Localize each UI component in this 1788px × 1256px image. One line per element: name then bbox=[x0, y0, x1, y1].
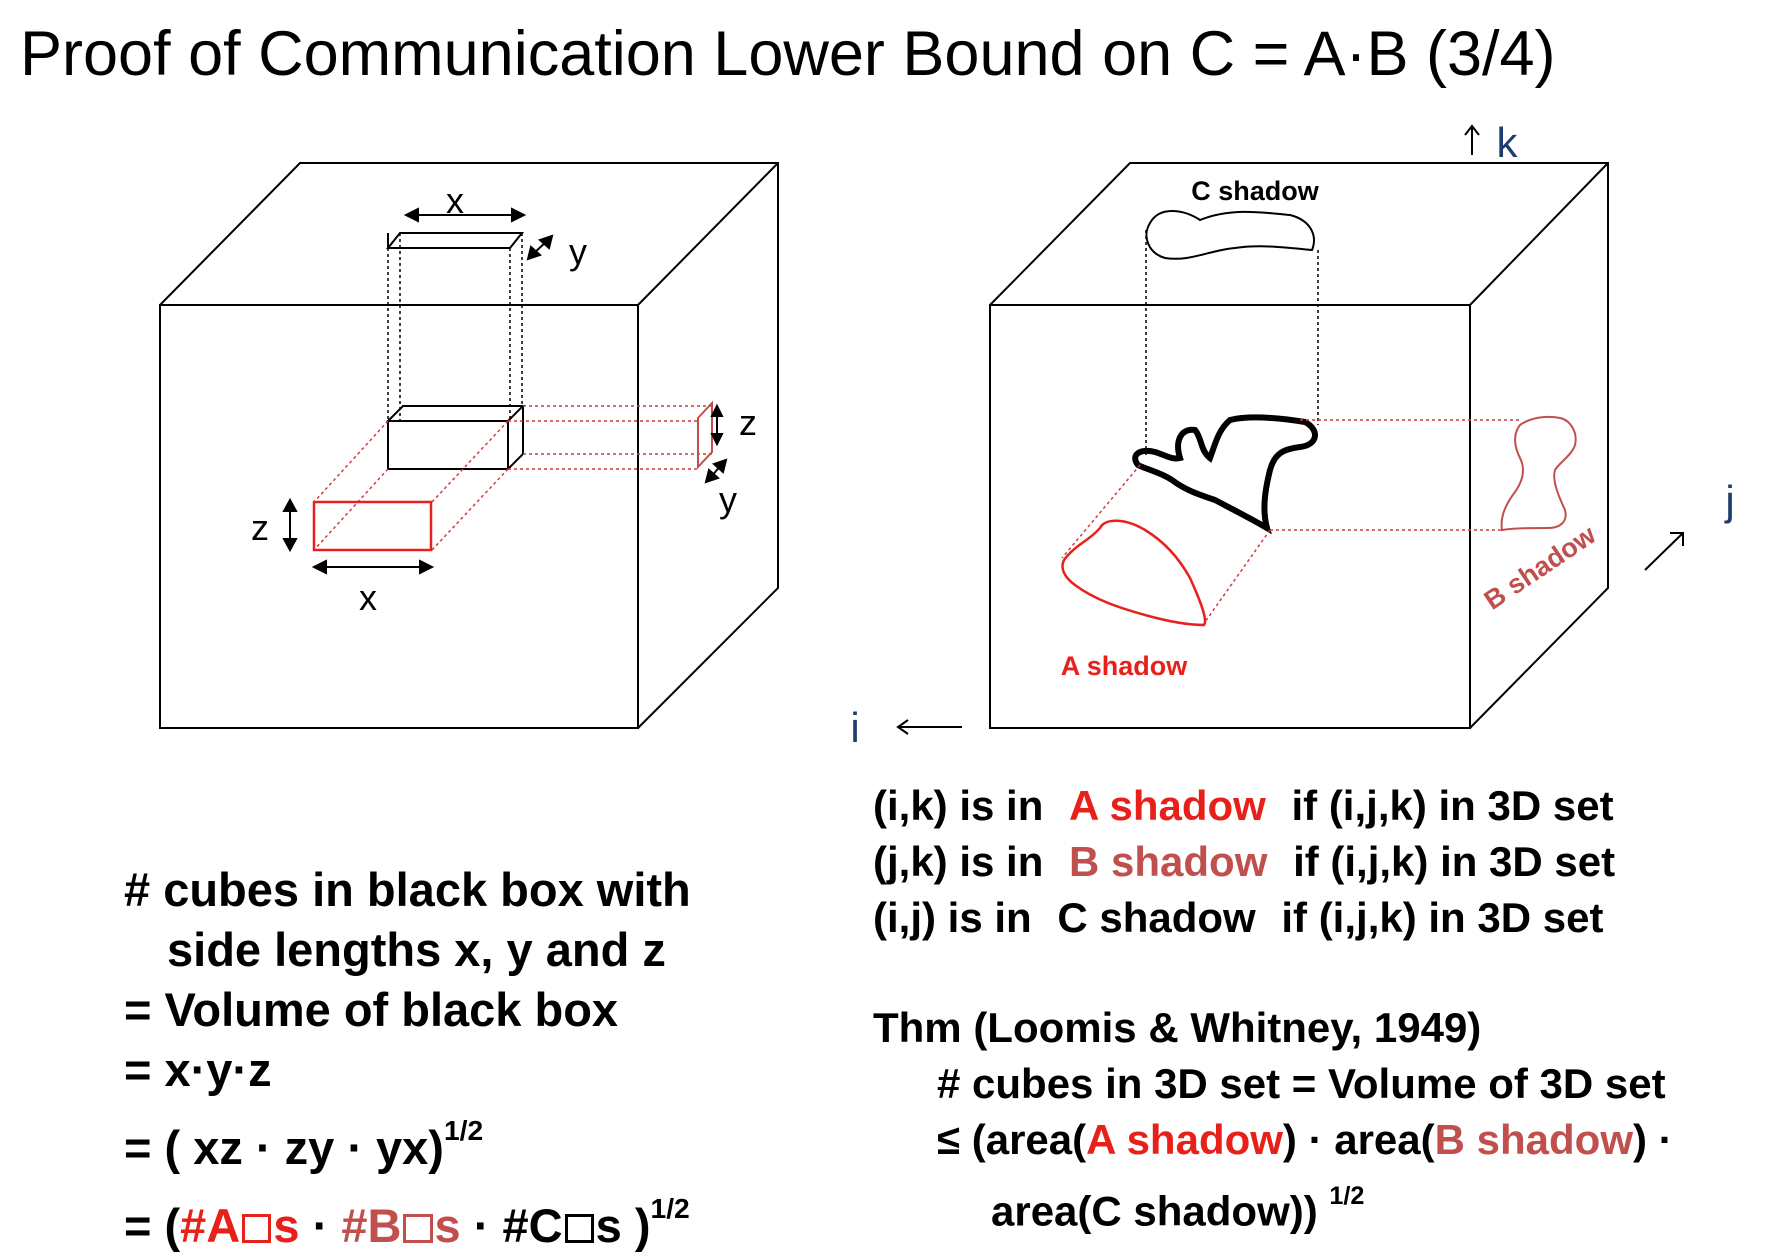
right-projection-lines bbox=[508, 405, 712, 470]
figures: x y z y z x C shadow A shadow B shadow k… bbox=[159, 119, 1735, 751]
axis-arrows bbox=[896, 124, 1684, 735]
square-icon bbox=[564, 1213, 594, 1243]
c-shadow-blob bbox=[1145, 210, 1315, 260]
derivation: # cubes in black box with side lengths x… bbox=[124, 860, 691, 1256]
theorem-line1: # cubes in 3D set = Volume of 3D set bbox=[937, 1060, 1666, 1107]
right-cube bbox=[989, 162, 1609, 729]
set-3d-blob bbox=[1132, 414, 1318, 535]
a-face-rect bbox=[312, 500, 433, 552]
derivation-line5: = ( xz · zy · yx)1/2 bbox=[124, 1114, 484, 1174]
derivation-line1: # cubes in black box with bbox=[124, 863, 691, 916]
label-right-z: z bbox=[739, 402, 757, 443]
derivation-line4: = x·y·z bbox=[124, 1043, 272, 1096]
theorem: Thm (Loomis & Whitney, 1949) # cubes in … bbox=[873, 1000, 1673, 1239]
a-projection-lines bbox=[1061, 464, 1271, 623]
theorem-line3: area(C shadow)) 1/2 bbox=[991, 1182, 1365, 1235]
label-left-z: z bbox=[251, 507, 269, 548]
dimension-arrows-left bbox=[282, 207, 728, 575]
square-icon bbox=[242, 1213, 272, 1243]
label-left-x: x bbox=[359, 577, 377, 618]
label-top-y: y bbox=[569, 231, 587, 272]
derivation-line3: = Volume of black box bbox=[124, 983, 619, 1036]
rule-c-name: C shadow bbox=[1057, 894, 1256, 941]
shadow-rules: (i,k) is in A shadow if (i,j,k) in 3D se… bbox=[873, 778, 1615, 946]
slide-title: Proof of Communication Lower Bound on C … bbox=[20, 19, 1556, 89]
top-projection-lines bbox=[387, 233, 523, 420]
axis-i-label: i bbox=[850, 704, 859, 751]
a-shadow-label: A shadow bbox=[1061, 651, 1189, 681]
theorem-heading: Thm (Loomis & Whitney, 1949) bbox=[873, 1004, 1482, 1051]
b-shadow-label: B shadow bbox=[1479, 519, 1602, 616]
c-projection-lines bbox=[1145, 230, 1319, 455]
rule-a: (i,k) is in A shadow if (i,j,k) in 3D se… bbox=[873, 782, 1614, 829]
rule-b-name: B shadow bbox=[1069, 838, 1268, 885]
black-box bbox=[385, 405, 526, 470]
left-cube bbox=[159, 162, 779, 729]
label-top-x: x bbox=[446, 180, 464, 221]
rule-c: (i,j) is in C shadow if (i,j,k) in 3D se… bbox=[873, 894, 1604, 941]
b-projection-lines bbox=[1270, 419, 1520, 531]
rule-a-name: A shadow bbox=[1069, 782, 1266, 829]
label-right-y: y bbox=[719, 479, 737, 520]
b-face-rect bbox=[697, 400, 713, 470]
b-shadow-blob bbox=[1500, 415, 1577, 532]
square-icon bbox=[403, 1213, 433, 1243]
a-shadow-blob bbox=[1061, 519, 1207, 627]
top-box bbox=[385, 232, 525, 249]
theorem-line2: ≤ (area(A shadow) · area(B shadow) · bbox=[937, 1116, 1673, 1163]
rule-b: (j,k) is in B shadow if (i,j,k) in 3D se… bbox=[873, 838, 1616, 885]
c-shadow-label: C shadow bbox=[1191, 176, 1320, 206]
axis-k-label: k bbox=[1497, 119, 1519, 166]
axis-j-label: j bbox=[1723, 477, 1734, 524]
left-projection-lines bbox=[313, 420, 509, 551]
derivation-line2: side lengths x, y and z bbox=[167, 923, 666, 976]
